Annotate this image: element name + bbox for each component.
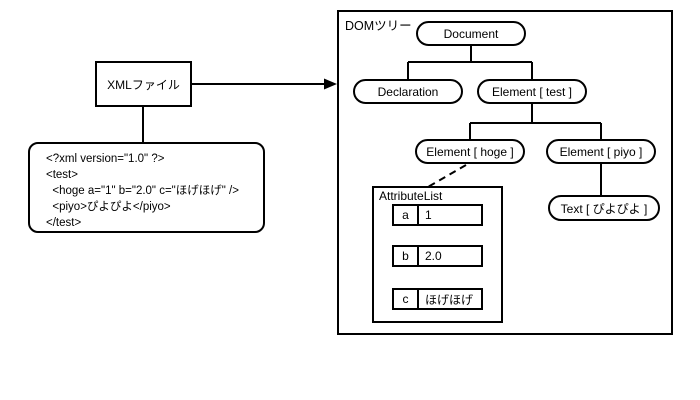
attribute-key: b	[394, 247, 419, 265]
attribute-row-a: a 1	[392, 204, 483, 226]
dom-tree-title: DOMツリー	[345, 19, 412, 33]
attribute-row-b: b 2.0	[392, 245, 483, 267]
node-element-piyo-label: Element [ piyo ]	[559, 144, 643, 159]
xml-source-box: <?xml version="1.0" ?> <test> <hoge a="1…	[28, 142, 265, 233]
xml-file-box: XMLファイル	[95, 61, 192, 107]
arrowhead-right-icon	[324, 78, 337, 90]
node-declaration-label: Declaration	[377, 84, 439, 99]
node-element-test: Element [ test ]	[477, 79, 587, 104]
node-text-piyo: Text [ ぴよぴよ ]	[548, 195, 660, 221]
xml-source-line: <test>	[46, 169, 78, 181]
node-declaration: Declaration	[353, 79, 463, 104]
attribute-value: 2.0	[425, 249, 442, 263]
node-document-label: Document	[443, 26, 499, 41]
dom-tree-container	[337, 10, 673, 335]
attribute-row-c: c ほげほげ	[392, 288, 483, 310]
node-element-test-label: Element [ test ]	[491, 84, 573, 99]
node-element-hoge-label: Element [ hoge ]	[426, 144, 514, 159]
xml-file-label: XMLファイル	[107, 77, 180, 92]
attribute-value: 1	[425, 208, 432, 222]
xml-source-line: </test>	[46, 217, 82, 229]
connector-test-children	[469, 104, 602, 140]
attribute-value: ほげほげ	[425, 292, 474, 307]
node-element-piyo: Element [ piyo ]	[546, 139, 656, 164]
attribute-list-title: AttributeList	[379, 189, 443, 203]
connector-document-children	[407, 46, 533, 80]
node-text-piyo-label: Text [ ぴよぴよ ]	[560, 201, 648, 216]
xml-source-line: <?xml version="1.0" ?>	[46, 153, 165, 165]
node-element-hoge: Element [ hoge ]	[415, 139, 525, 164]
attribute-key: a	[394, 206, 419, 224]
node-document: Document	[416, 21, 526, 46]
xml-source-line: <piyo>ぴよぴよ</piyo>	[46, 201, 171, 213]
dashed-connector-hoge-attributelist	[427, 164, 467, 188]
xml-source-line: <hoge a="1" b="2.0" c="ほげほげ" />	[46, 185, 239, 197]
attribute-key: c	[394, 290, 419, 308]
